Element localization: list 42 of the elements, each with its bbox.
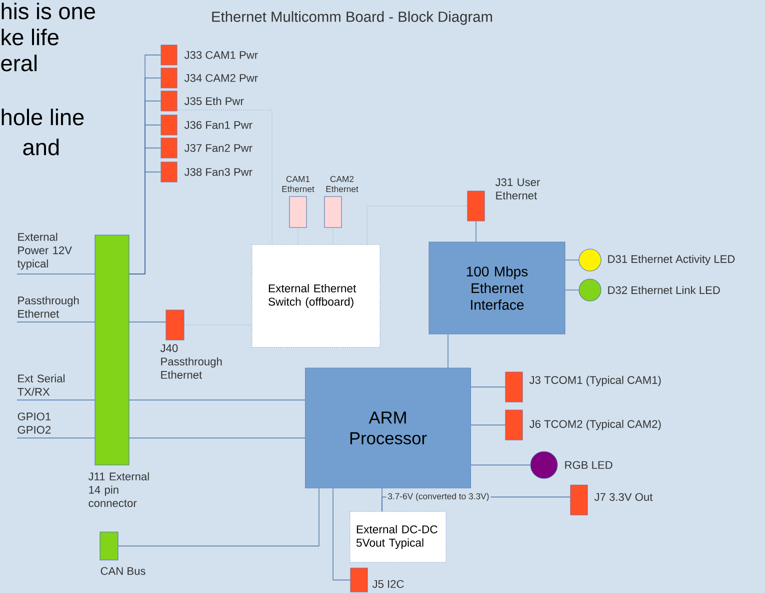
connector-label: CAM2 Ethernet (326, 176, 358, 192)
text-fragment: eral (1, 54, 37, 72)
connector-label: J38 Fan3 Pwr (184, 168, 252, 176)
connector-label: J7 3.3V Out (594, 493, 653, 501)
text-fragment: and (23, 138, 59, 156)
connector-label: D31 Ethernet Activity LED (608, 254, 735, 266)
connector-label: D32 Ethernet Link LED (608, 286, 720, 294)
connector-line (128, 172, 162, 274)
connector-label: J6 TCOM2 (Typical CAM2) (529, 420, 661, 430)
connector-label: J36 Fan1 Pwr (184, 121, 252, 129)
edge-label: Ext Serial TX/RX (18, 374, 64, 396)
connector-label: CAN Bus (100, 567, 146, 575)
diagram-title: Ethernet Multicomm Board - Block Diagram (212, 11, 492, 25)
edge-label: 3.7-6V (converted to 3.3V) (386, 492, 491, 502)
connector-line (176, 110, 272, 245)
connector-label: J37 Fan2 Pwr (184, 144, 252, 152)
connector-label: J33 CAM1 Pwr (184, 51, 258, 59)
connector-label: RGB LED (565, 461, 612, 469)
text-fragment: ke life (2, 28, 58, 46)
connector-label: J5 I2C (372, 580, 404, 588)
edge-label: Passthrough Ethernet (18, 296, 79, 318)
connector-line (470, 464, 531, 466)
connector-label: CAM1 Ethernet (282, 176, 314, 192)
connector-label: J31 User Ethernet (495, 178, 540, 200)
text-fragment: hole line (2, 108, 84, 126)
connector-label: J40 Passthrough Ethernet (160, 344, 222, 379)
connector-line (332, 488, 351, 580)
edge-label: GPIO1 GPIO2 (18, 412, 51, 434)
connector-label: J3 TCOM1 (Typical CAM1) (529, 376, 661, 386)
text-fragment: his is one (2, 2, 95, 20)
chip-block: 100 Mbps Ethernet Interface (428, 242, 566, 334)
connector-label: J11 External 14 pin connector (88, 472, 149, 508)
connector-line (470, 424, 506, 426)
connector-line (118, 488, 320, 546)
connector-line (470, 386, 506, 388)
connector-line (366, 206, 468, 245)
connector-label: J34 CAM2 Pwr (184, 74, 258, 82)
module-box: External DC-DC 5Vout Typical (350, 511, 446, 563)
module-box: External Ethernet Switch (offboard) (252, 244, 380, 348)
connector-label: J35 Eth Pwr (184, 96, 244, 106)
edge-label: External Power 12V typical (17, 232, 72, 270)
chip-block: ARM Processor (305, 368, 471, 488)
